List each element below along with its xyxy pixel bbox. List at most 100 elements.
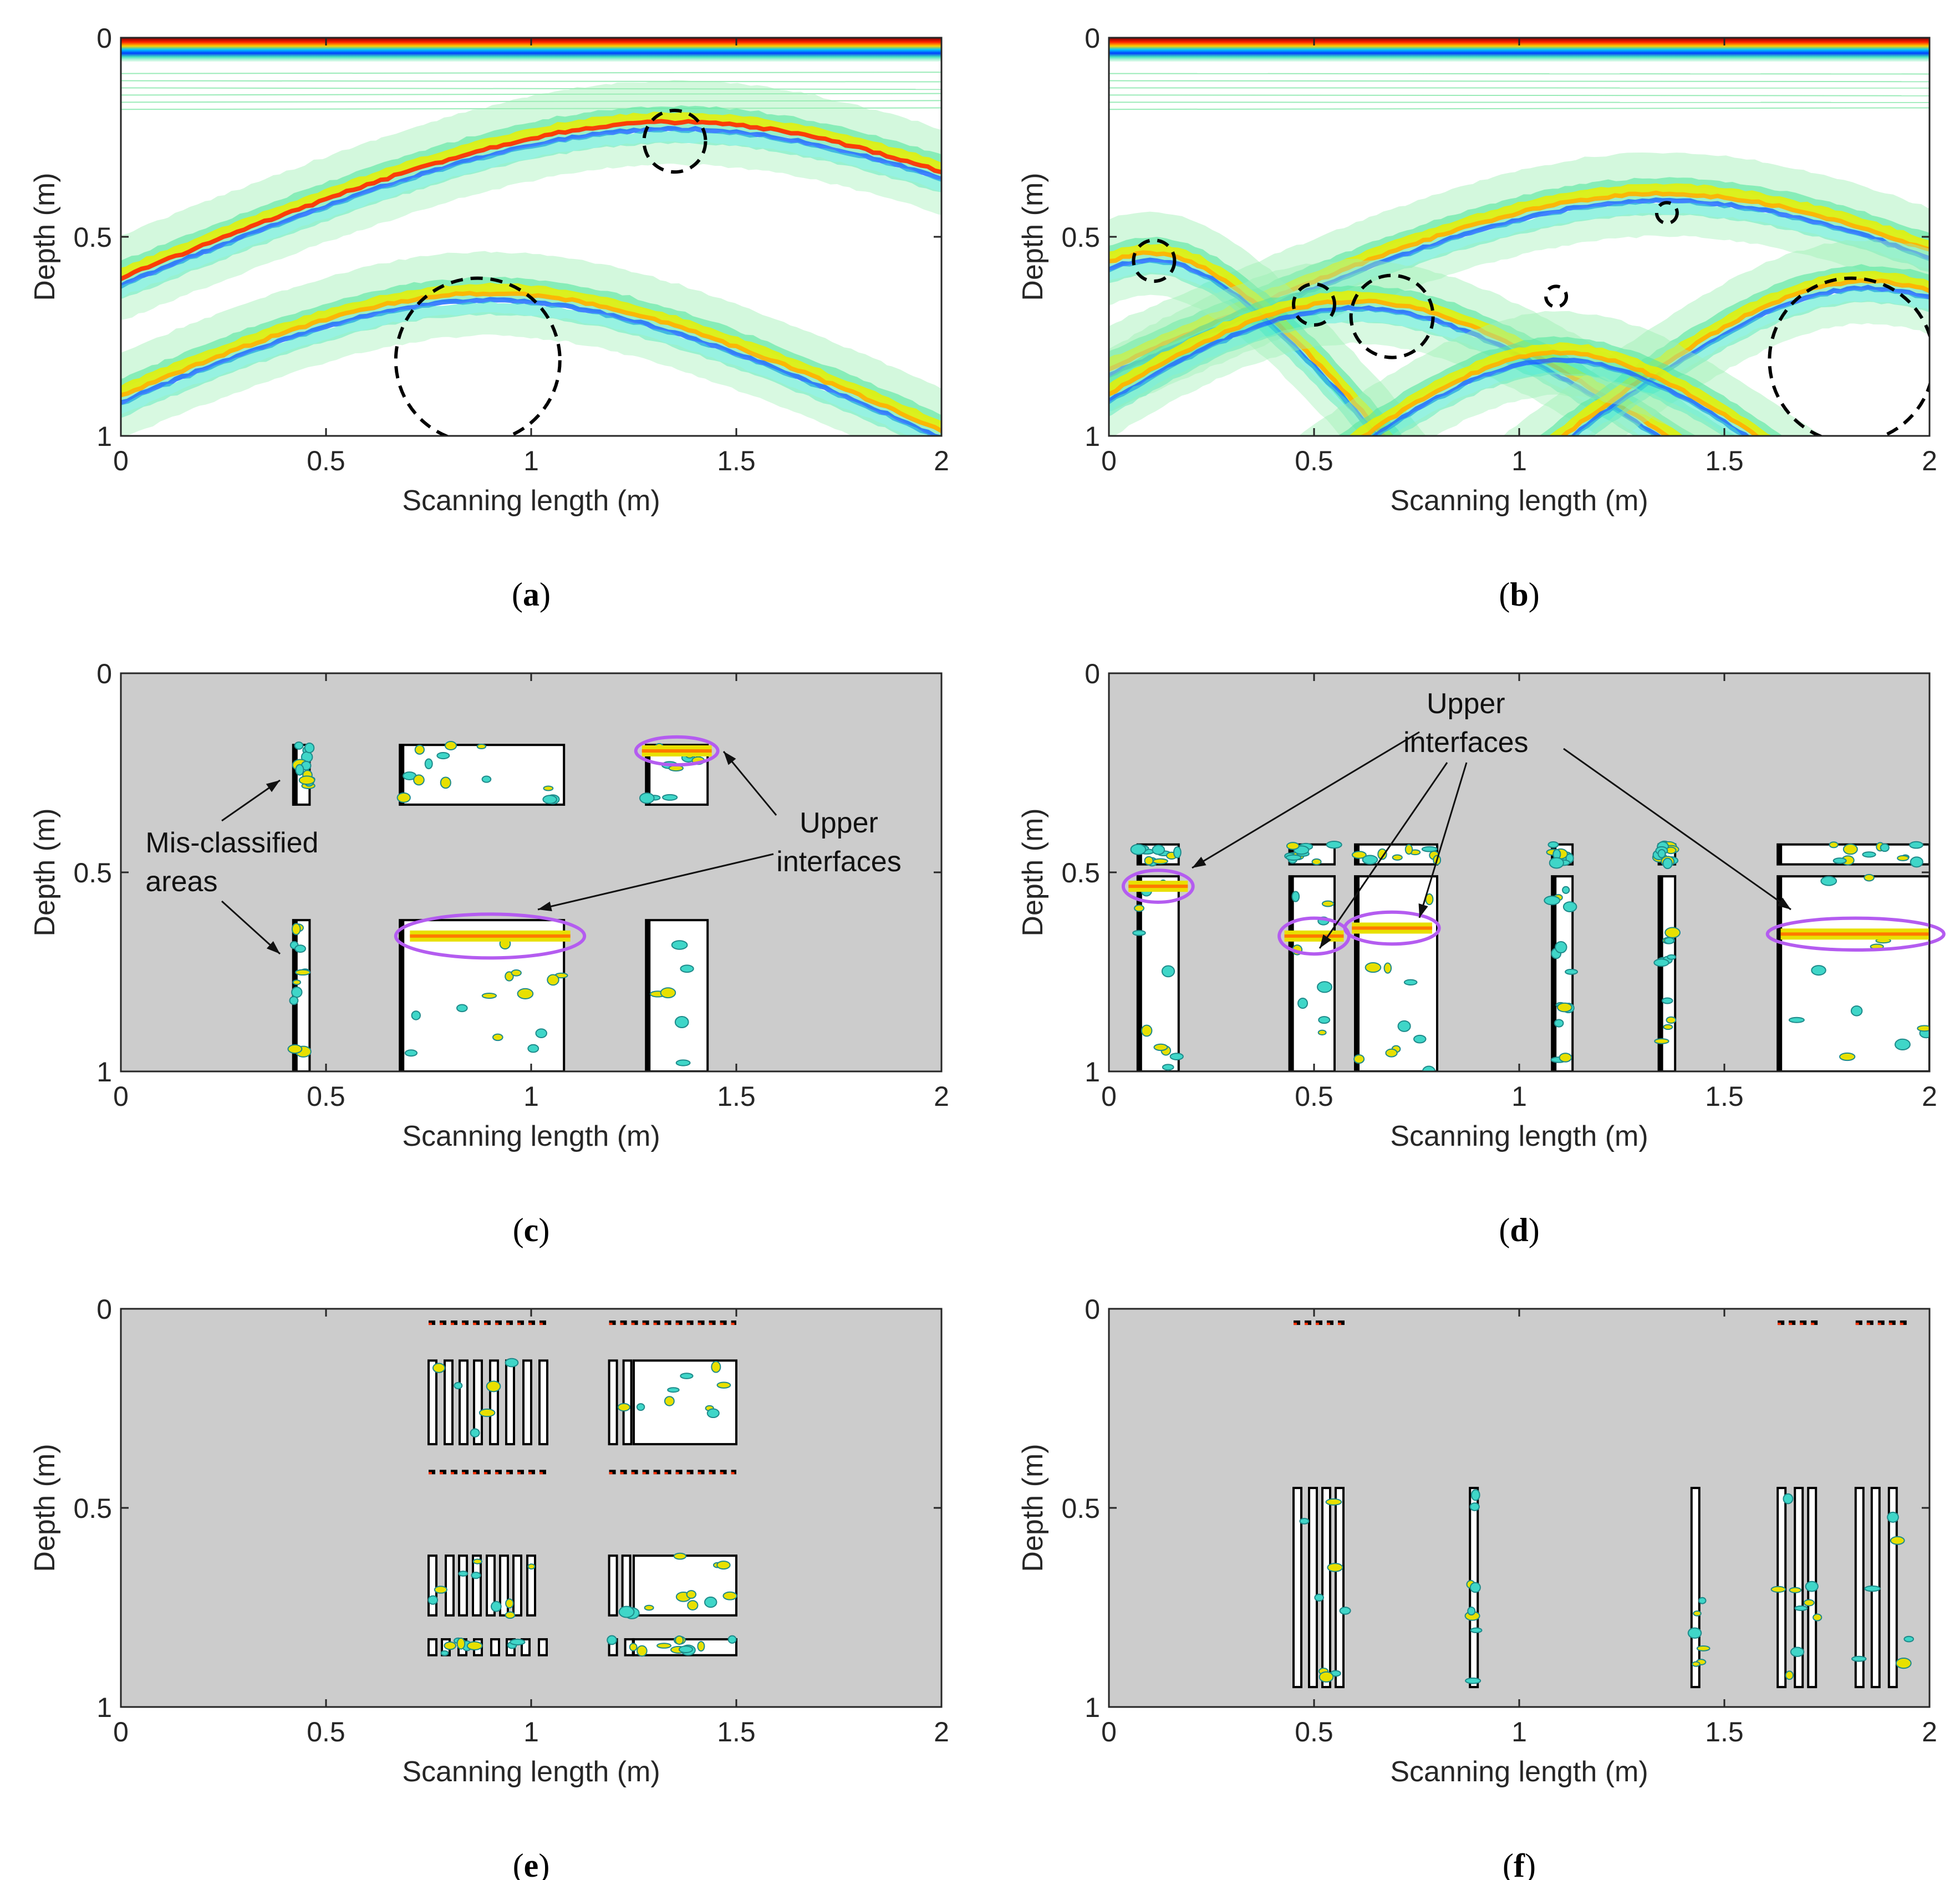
y-tick-label: 0.5: [1061, 1493, 1100, 1524]
detected-blob: [491, 1600, 502, 1612]
stripe-box: [522, 1359, 532, 1446]
reflection-band: [1587, 300, 1930, 436]
interface-band: [642, 745, 712, 757]
clutter-line: [121, 87, 941, 90]
detected-blob: [478, 1408, 496, 1417]
detected-blob: [1285, 854, 1302, 861]
detected-blob: [1829, 841, 1839, 848]
stripe-box: [1335, 1487, 1345, 1689]
y-tick-label: 1: [96, 1692, 112, 1723]
detected-blob: [1805, 1581, 1819, 1592]
detected-blob: [1141, 1024, 1153, 1037]
segmented-region-group: [1292, 1487, 1345, 1689]
plot-area: [121, 673, 941, 1071]
annotation-arrow: [1318, 762, 1448, 949]
y-tick-label: 1: [1085, 1056, 1100, 1088]
detected-blob: [1653, 958, 1669, 967]
stripe-box: [526, 1554, 536, 1617]
detected-blob: [618, 1605, 635, 1618]
detected-blob: [298, 775, 315, 785]
detected-blob: [527, 1044, 539, 1053]
y-tick-label: 0: [1085, 658, 1100, 689]
detected-blob: [636, 1403, 645, 1411]
detected-blob: [1469, 1502, 1480, 1511]
target-circle: [394, 276, 562, 436]
reflection-band: [121, 297, 941, 436]
detected-blob: [1173, 846, 1182, 858]
interface-core: [410, 934, 571, 938]
x-axis-label: Scanning length (m): [1390, 1756, 1648, 1788]
stripe-box: [1690, 1487, 1701, 1689]
arrow-head: [1418, 903, 1428, 918]
detected-blob: [680, 1373, 694, 1379]
detected-blob: [1696, 1645, 1710, 1652]
annotation-text: Mis-classified: [145, 827, 318, 859]
stripe-box: [1854, 1487, 1865, 1689]
detected-blob: [424, 758, 433, 770]
x-tick-label: 0: [113, 1081, 129, 1112]
detected-blob: [454, 1381, 463, 1390]
x-axis-label: Scanning length (m): [1390, 485, 1648, 517]
reflection-band: [1348, 342, 1773, 436]
target-circle: [1292, 282, 1336, 327]
detected-blob: [1687, 1627, 1702, 1639]
y-axis-label: Depth (m): [29, 172, 61, 301]
target-circle: [1132, 238, 1177, 283]
detected-blob: [1789, 1587, 1802, 1593]
reflection-band: [121, 141, 941, 320]
detected-blob: [1864, 873, 1875, 882]
target-circle: [1768, 276, 1930, 436]
interface-band: [1284, 930, 1344, 942]
detected-blob: [1544, 895, 1561, 906]
detected-blob: [1286, 842, 1300, 850]
stripe-box: [490, 1638, 500, 1657]
annotation-text: areas: [145, 866, 217, 898]
detected-blob: [1555, 941, 1567, 954]
detected-blob: [289, 995, 299, 1005]
stripe-box: [459, 1359, 469, 1446]
detected-blob: [675, 1059, 691, 1066]
detected-blob: [1693, 1610, 1702, 1617]
detected-blob: [711, 1361, 721, 1373]
x-tick-label: 0.5: [307, 1081, 345, 1112]
box-edge: [646, 745, 651, 805]
detected-blob: [1698, 1597, 1707, 1604]
stripe-box: [608, 1554, 618, 1617]
reflection-band: [121, 111, 941, 278]
detected-blob: [1403, 979, 1418, 985]
stripe-box: [1321, 1487, 1331, 1689]
stripe-box: [473, 1359, 483, 1446]
box-edge: [400, 745, 405, 805]
panel-caption: (b): [1499, 576, 1539, 613]
detected-blob: [1311, 858, 1322, 866]
reflection-band: [1109, 258, 1736, 436]
detected-blob: [1897, 855, 1910, 861]
annotation-text: Upper: [1427, 688, 1505, 720]
y-tick-label: 0: [96, 1294, 112, 1325]
detected-blob: [458, 1571, 469, 1577]
y-tick-label: 0: [96, 23, 112, 54]
detected-blob: [1365, 962, 1382, 973]
detected-blob: [1291, 891, 1300, 902]
detected-blob: [716, 1381, 731, 1389]
interface-core: [1128, 885, 1188, 888]
reflection-band: [121, 119, 941, 281]
box-edge: [646, 920, 651, 1071]
detected-blob: [1910, 856, 1923, 868]
detected-blob: [432, 1363, 446, 1373]
plot-area: [1109, 673, 1930, 1071]
detected-blob: [1895, 1657, 1912, 1669]
detected-blob: [492, 1033, 503, 1041]
hyperbola-reflection: [121, 251, 941, 436]
y-axis-label: Depth (m): [29, 808, 61, 936]
clutter-line: [1109, 107, 1930, 110]
detected-blob: [1666, 1016, 1677, 1024]
hyperbola-reflection: [1299, 311, 1821, 436]
panel-letter: f: [1514, 1847, 1525, 1880]
detected-blob: [1890, 1536, 1905, 1545]
plot-area: [121, 1309, 941, 1707]
detected-blob: [1803, 1599, 1815, 1607]
detected-blob: [1788, 1017, 1805, 1023]
